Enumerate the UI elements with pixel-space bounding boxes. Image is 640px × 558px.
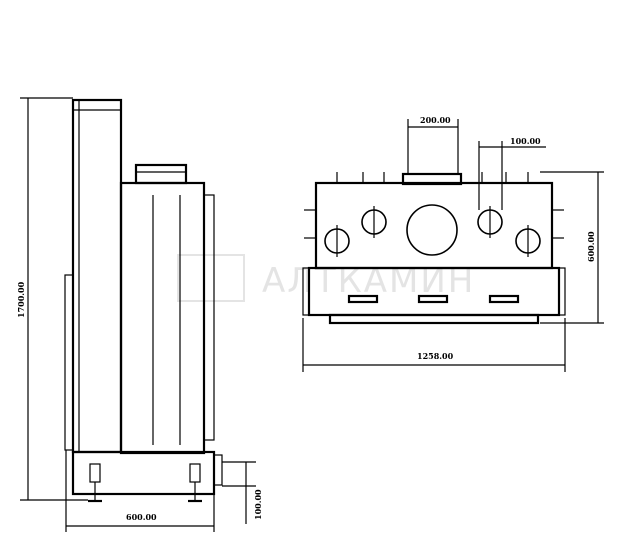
watermark: АЛТКАМИН (177, 254, 473, 302)
front-main-outlet (406, 204, 458, 256)
side-back-panel (203, 194, 215, 441)
front-vents (347, 294, 520, 304)
front-top-outlet-label: 200.00 (420, 115, 451, 125)
side-depth-label: 600.00 (126, 512, 157, 522)
side-front-panel (71, 98, 123, 454)
front-top-stubs (336, 172, 529, 183)
side-top-collar (134, 163, 188, 185)
side-door-edge (64, 274, 74, 451)
front-view: 1258.00 600.00 200.00 100.00 (302, 115, 604, 372)
side-base (71, 450, 216, 496)
side-leg-label: 100.00 (253, 489, 263, 520)
side-rear-outlet (213, 454, 223, 486)
front-base-plinth (328, 313, 540, 325)
side-view: 1700.00 600.00 100.00 (16, 97, 263, 532)
front-side-stubs (304, 209, 564, 239)
front-width-label: 1258.00 (417, 351, 454, 361)
side-height-label: 1700.00 (16, 281, 26, 318)
front-small-outlet-label: 100.00 (510, 136, 541, 146)
side-legs (88, 463, 202, 503)
front-top-collar (401, 172, 463, 186)
front-small-outlets (324, 206, 541, 257)
front-height-label: 600.00 (586, 231, 596, 262)
side-body (119, 181, 206, 455)
